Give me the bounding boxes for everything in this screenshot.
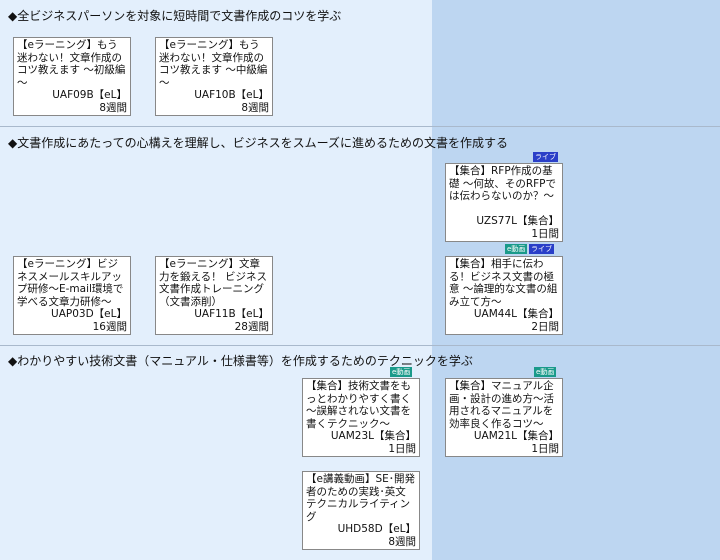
section-divider	[0, 345, 720, 346]
course-duration: 8週間	[388, 535, 416, 548]
live-badge: ライブ	[533, 152, 558, 162]
section-title: ◆わかりやすい技術文書（マニュアル・仕様書等）を作成するためのテクニックを学ぶ	[8, 354, 473, 368]
course-name: 【集合】マニュアル企画・設計の進め方～活用されるマニュアルを効率良く作るコツ～	[449, 380, 554, 430]
live-badge: ライブ	[529, 244, 554, 254]
course-name: 【eラーニング】ビジネスメールスキルアップ研修～E-mail環境で学べる文章力研…	[17, 258, 124, 308]
course-name: 【集合】RFP作成の基礎 ～何故、そのRFPでは伝わらないのか？～	[449, 165, 557, 202]
video-badge: e動画	[534, 367, 557, 377]
course-name: 【eラーニング】もう迷わない！文章作成のコツ教えます ～初級編～	[17, 39, 126, 89]
course-code: UHD58D【eL】	[337, 523, 416, 535]
course-duration: 28週間	[234, 320, 269, 333]
course-code: UZS77L【集合】	[476, 215, 559, 227]
course-card[interactable]: 【eラーニング】もう迷わない！文章作成のコツ教えます ～中級編～ UAF10B【…	[155, 37, 273, 116]
course-code: UAF10B【eL】	[194, 89, 269, 101]
course-card[interactable]: 【集合】RFP作成の基礎 ～何故、そのRFPでは伝わらないのか？～ UZS77L…	[445, 163, 563, 242]
course-duration: 2日間	[531, 320, 559, 333]
course-card[interactable]: 【集合】マニュアル企画・設計の進め方～活用されるマニュアルを効率良く作るコツ～ …	[445, 378, 563, 457]
course-code: UAP03D【eL】	[51, 308, 127, 320]
course-card[interactable]: 【e講義動画】SE･開発者のための実践･英文テクニカルライティング UHD58D…	[302, 471, 420, 550]
section-title: ◆全ビジネスパーソンを対象に短時間で文書作成のコツを学ぶ	[8, 9, 342, 23]
course-duration: 1日間	[531, 442, 559, 455]
course-card[interactable]: 【集合】相手に伝わる！ビジネス文書の極意 ～論理的な文書の組み立て方～ UAM4…	[445, 256, 563, 335]
course-code: UAM23L【集合】	[330, 430, 416, 442]
course-name: 【e講義動画】SE･開発者のための実践･英文テクニカルライティング	[306, 473, 416, 523]
course-duration: 8週間	[241, 101, 269, 114]
video-badge: e動画	[505, 244, 528, 254]
course-card[interactable]: 【集合】技術文書をもっとわかりやすく書く～誤解されない文書を書くテクニック～ U…	[302, 378, 420, 457]
course-card[interactable]: 【eラーニング】もう迷わない！文章作成のコツ教えます ～初級編～ UAF09B【…	[13, 37, 131, 116]
course-name: 【eラーニング】もう迷わない！文章作成のコツ教えます ～中級編～	[159, 39, 268, 89]
course-code: UAF09B【eL】	[52, 89, 127, 101]
course-code: UAM21L【集合】	[473, 430, 559, 442]
course-code: UAM44L【集合】	[473, 308, 559, 320]
section-title: ◆文書作成にあたっての心構えを理解し、ビジネスをスムーズに進めるための文書を作成…	[8, 136, 509, 150]
course-name: 【集合】技術文書をもっとわかりやすく書く～誤解されない文書を書くテクニック～	[306, 380, 411, 430]
course-card[interactable]: 【eラーニング】ビジネスメールスキルアップ研修～E-mail環境で学べる文章力研…	[13, 256, 131, 335]
course-name: 【eラーニング】文章力を鍛える！ ビジネス文書作成トレーニング（文書添削）	[159, 258, 268, 308]
section-divider	[0, 126, 720, 127]
course-duration: 1日間	[388, 442, 416, 455]
video-badge: e動画	[390, 367, 413, 377]
course-duration: 16週間	[92, 320, 127, 333]
course-name: 【集合】相手に伝わる！ビジネス文書の極意 ～論理的な文書の組み立て方～	[449, 258, 558, 308]
course-card[interactable]: 【eラーニング】文章力を鍛える！ ビジネス文書作成トレーニング（文書添削） UA…	[155, 256, 273, 335]
course-code: UAF11B【eL】	[194, 308, 269, 320]
course-duration: 8週間	[99, 101, 127, 114]
course-duration: 1日間	[531, 227, 559, 240]
